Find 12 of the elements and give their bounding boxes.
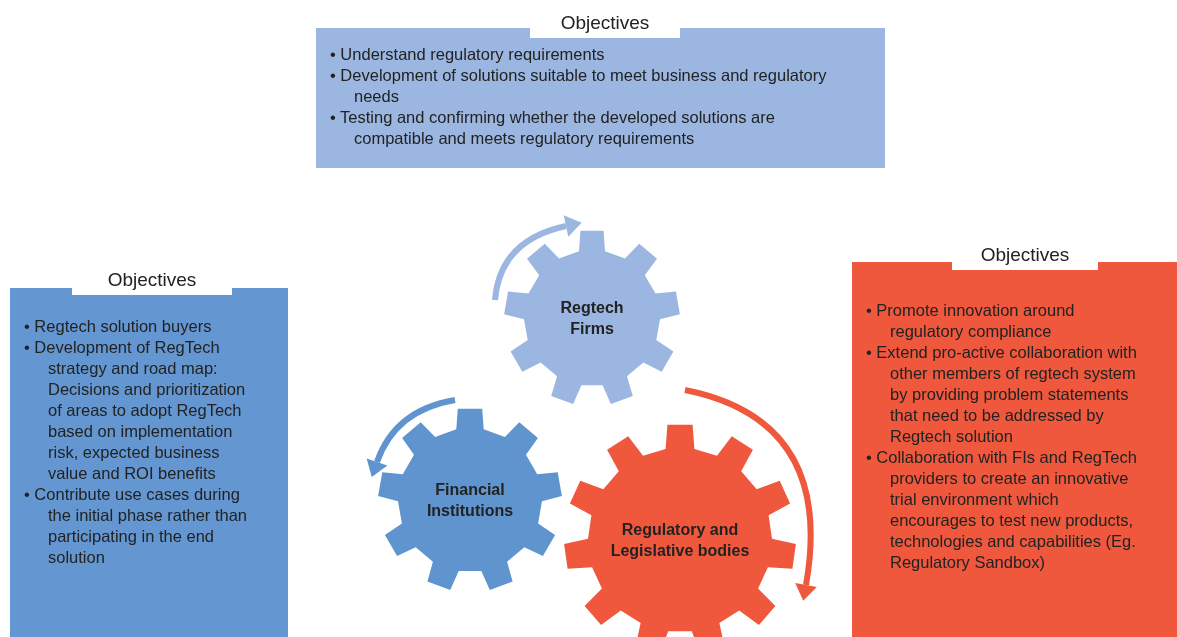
bullet-item: • Testing and confirming whether the developed solutions are compatible and meets regulatory requirements [330,107,776,149]
bullet-item: • Extend pro-active collaboration with other members of regtech system by providing problem statements that need to be addressed by Regtech solution [866,342,1137,447]
bullet-item: • Understand regulatory requirements [330,44,606,65]
bullet-item: • Promote innovation around regulatory compliance [866,300,1076,342]
bullet-item: • Development of solutions suitable to meet business and regulatory needs [330,65,828,107]
gear-label: Regtech Firms [559,298,625,339]
bullet-item: • Regtech solution buyers [24,316,213,337]
gear-label: Regulatory and Legislative bodies [609,520,751,561]
bullet-item: • Collaboration with FIs and RegTech providers to create an innovative trial environment which encourages to test new products, technologies and capabilities (Eg. Regulatory Sandbox) [866,447,1137,573]
bullet-item: • Development of RegTech strategy and road map: Decisions and prioritization of areas to adopt RegTech based on implementation risk, expected business value and ROI benefits [24,337,247,484]
bullet-item: • Contribute use cases during the initial phase rather than participating in the end solution [24,484,249,568]
gear-label: Financial Institutions [425,480,515,521]
